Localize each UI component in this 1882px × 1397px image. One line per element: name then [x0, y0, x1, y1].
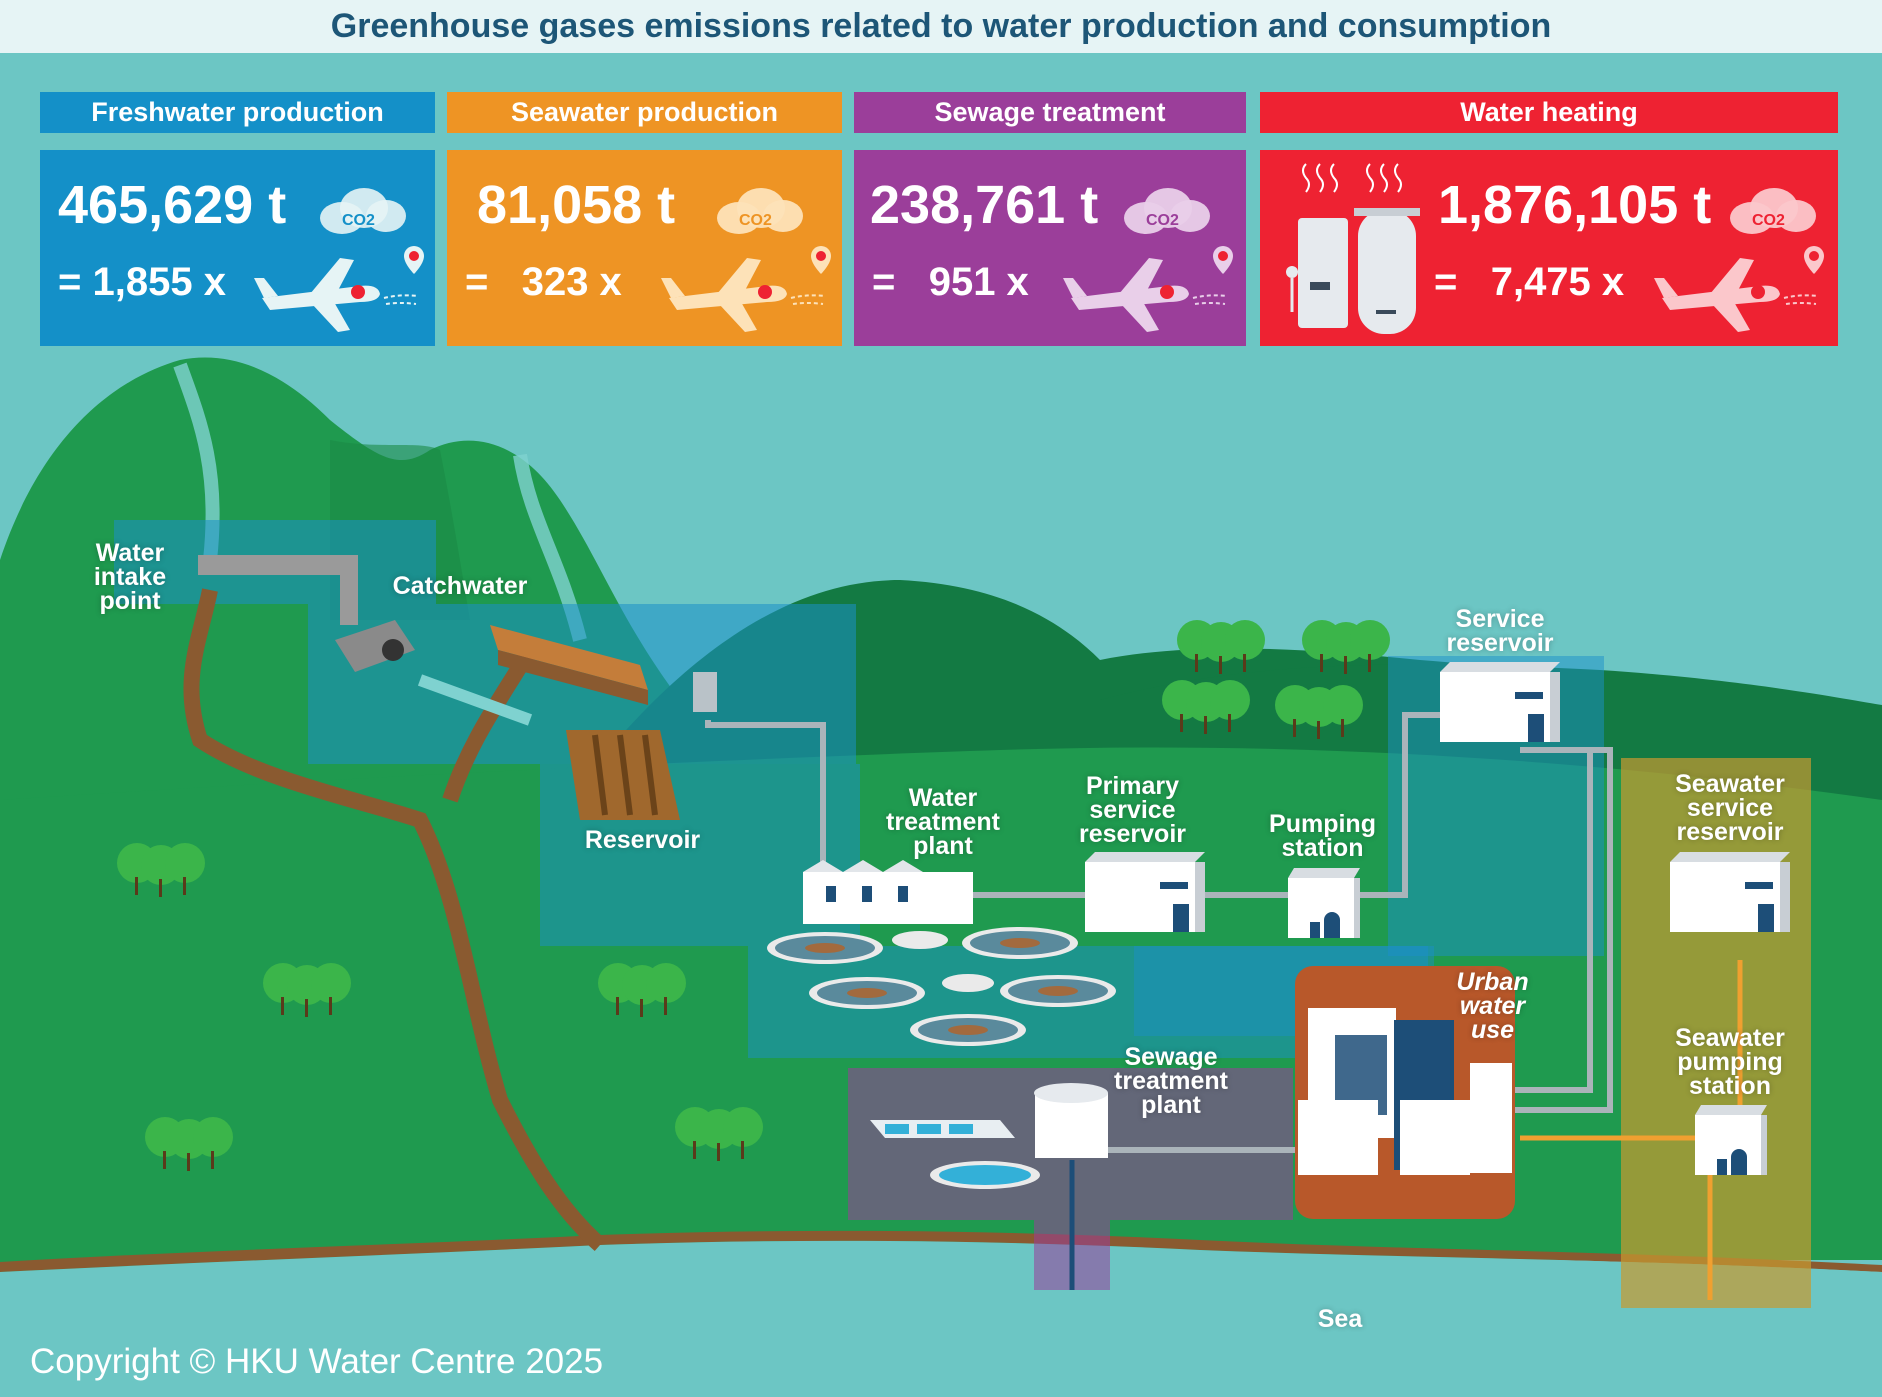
freshwater-flights: 1,855 x: [92, 260, 226, 304]
water-heating-tons: 1,876,105 t: [1438, 175, 1712, 235]
water-heating-equals: = 7,475 x: [1434, 260, 1625, 304]
seawater-card: 81,058 t CO2 = 323 x: [447, 150, 842, 346]
label-reservoir: Reservoir: [584, 826, 701, 854]
title-bar: Greenhouse gases emissions related to wa…: [0, 0, 1882, 53]
co2-text: CO2: [1752, 212, 1785, 229]
sewage-equals: = 951 x: [872, 260, 1029, 304]
sewage-flights: 951 x: [928, 260, 1029, 304]
infographic-title: Greenhouse gases emissions related to wa…: [330, 7, 1552, 45]
sewage-card: 238,761 t CO2 = 951 x: [854, 150, 1246, 346]
water-heating-flights: 7,475 x: [1490, 260, 1625, 304]
co2-cloud-icon: CO2: [320, 188, 406, 234]
label-water-intake-point: Water intake point: [93, 539, 167, 615]
label-sea: Sea: [1317, 1305, 1363, 1333]
co2-cloud-icon: CO2: [1124, 188, 1210, 234]
label-catchwater: Catchwater: [392, 572, 528, 600]
freshwater-heading: Freshwater production: [40, 92, 435, 133]
freshwater-card: 465,629 t CO2 = 1,855 x: [40, 150, 435, 346]
sewage-tons: 238,761 t: [870, 175, 1099, 235]
seawater-tons: 81,058 t: [477, 175, 676, 235]
seawater-equals: = 323 x: [465, 260, 622, 304]
airplane-icon: [661, 246, 831, 332]
water-heating-card: 1,876,105 t CO2 = 7,475 x: [1260, 150, 1838, 346]
copyright-notice: Copyright © HKU Water Centre 2025: [30, 1342, 604, 1381]
co2-text: CO2: [342, 212, 375, 229]
label-service-reservoir: Service reservoir: [1446, 605, 1554, 657]
sewage-heading: Sewage treatment: [854, 92, 1246, 133]
co2-text: CO2: [739, 212, 772, 229]
water-heater-icon: [1286, 163, 1420, 334]
label-urban-water-use: Urban water use: [1456, 968, 1529, 1044]
co2-cloud-icon: CO2: [717, 188, 803, 234]
co2-cloud-icon: CO2: [1730, 188, 1816, 234]
airplane-icon: [254, 246, 424, 332]
label-sewage-treatment-plant: Sewage treatment plant: [1114, 1043, 1228, 1119]
water-heating-heading: Water heating: [1260, 92, 1838, 133]
label-seawater-service-reservoir: Seawater service reservoir: [1675, 770, 1785, 846]
label-seawater-pumping-station: Seawater pumping station: [1675, 1024, 1785, 1100]
co2-text: CO2: [1146, 212, 1179, 229]
label-water-treatment-plant: Water treatment plant: [886, 784, 1000, 860]
freshwater-tons: 465,629 t: [58, 175, 287, 235]
airplane-icon: [1654, 246, 1824, 332]
label-pumping-station: Pumping station: [1269, 810, 1376, 862]
label-primary-service-reservoir: Primary service reservoir: [1078, 772, 1187, 848]
seawater-flights: 323 x: [521, 260, 622, 304]
airplane-icon: [1063, 246, 1233, 332]
freshwater-equals: = 1,855 x: [58, 260, 226, 304]
seawater-heading: Seawater production: [447, 92, 842, 133]
